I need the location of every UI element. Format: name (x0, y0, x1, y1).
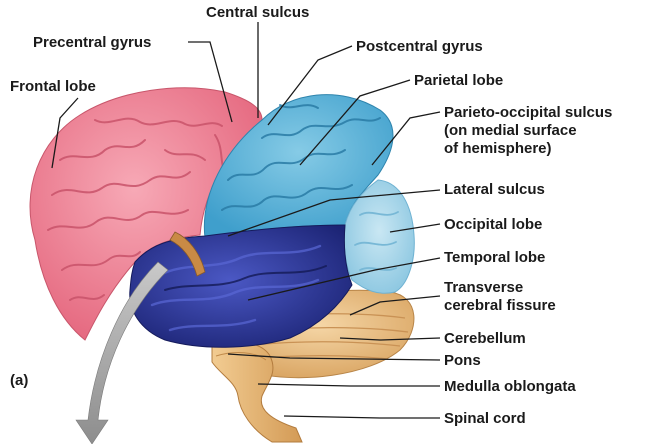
label-precentral-gyrus: Precentral gyrus (33, 34, 152, 51)
label-medulla-oblongata: Medulla oblongata (444, 378, 576, 395)
label-parieto-occipital-line-3: of hemisphere) (444, 140, 552, 157)
label-central-sulcus: Central sulcus (206, 4, 310, 21)
lateral-sulcus-stem (169, 231, 206, 277)
label-transverse-line-1: Transverse (444, 279, 524, 296)
label-frontal-lobe: Frontal lobe (10, 78, 96, 95)
label-occipital-lobe: Occipital lobe (444, 216, 543, 233)
label-postcentral-gyrus: Postcentral gyrus (356, 38, 483, 55)
temporal-lobe-region (129, 224, 353, 348)
label-transverse-cerebral-fissure: Transverse cerebral fissure (444, 279, 556, 315)
label-lateral-sulcus: Lateral sulcus (444, 181, 545, 198)
label-cerebellum: Cerebellum (444, 330, 526, 347)
gray-arrow-icon (75, 261, 169, 444)
occipital-lobe-region (343, 179, 415, 294)
label-temporal-lobe: Temporal lobe (444, 249, 546, 266)
label-parietal-lobe: Parietal lobe (414, 72, 504, 89)
label-pons: Pons (444, 352, 481, 369)
label-parieto-occipital-line-2: (on medial surface (444, 122, 577, 139)
label-spinal-cord: Spinal cord (444, 410, 526, 427)
label-parieto-occipital-sulcus: Parieto-occipital sulcus (on medial surf… (444, 104, 612, 158)
label-transverse-line-2: cerebral fissure (444, 297, 556, 314)
brainstem-region (211, 341, 303, 443)
leader-lines (51, 22, 441, 419)
label-parieto-occipital-line-1: Parieto-occipital sulcus (444, 104, 613, 121)
figure-label: (a) (10, 372, 29, 389)
